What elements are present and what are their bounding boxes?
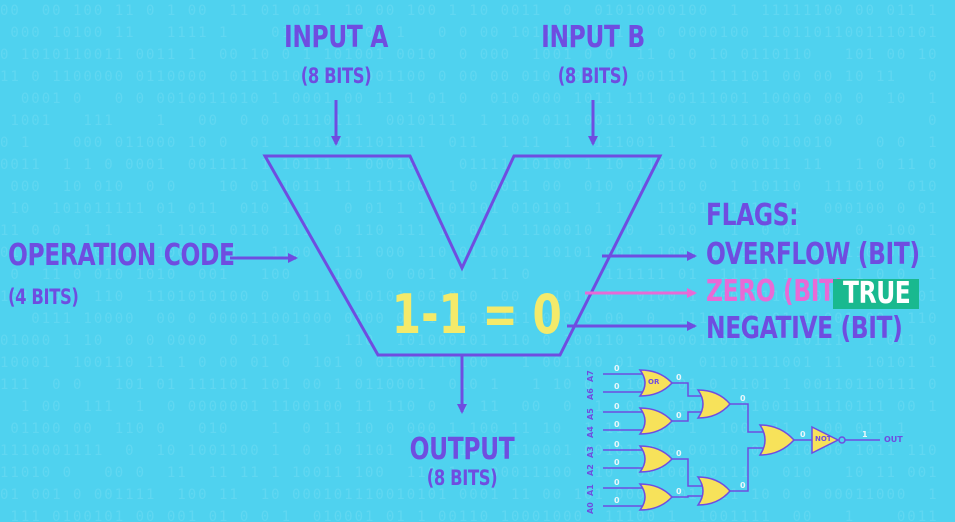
not-bubble (838, 436, 846, 444)
gate-input-label-a5: A5 (586, 408, 595, 420)
gate-input-value-a5: 0 (614, 402, 620, 411)
gate-input-label-a4: A4 (586, 426, 595, 438)
input-a-title: INPUT A (284, 20, 388, 55)
gate-input-label-a1: A1 (586, 484, 595, 496)
input-a-bits: (8 BITS) (300, 64, 372, 88)
stage2-value-1: 0 (740, 481, 746, 490)
input-b-title: INPUT B (541, 20, 645, 55)
flag-negative: NEGATIVE (BIT) (706, 311, 903, 346)
gate-input-value-a2: 0 (614, 458, 620, 467)
gate-input-label-a3: A3 (586, 446, 595, 458)
stage1-value-1: 0 (676, 411, 682, 420)
gate-input-label-a0: A0 (586, 502, 595, 514)
or-gate-1 (638, 369, 674, 397)
gate-input-value-a3: 0 (614, 440, 620, 449)
or-gate-2 (638, 407, 674, 435)
or-gate-3 (638, 445, 674, 473)
opcode-title: OPERATION CODE (8, 238, 235, 273)
gate-input-value-a0: 0 (614, 496, 620, 505)
flag-zero: ZERO (BIT) (706, 274, 846, 309)
or-gate-4 (638, 483, 674, 511)
or-gate-7 (758, 424, 796, 456)
gate-input-label-a7: A7 (586, 370, 595, 382)
stage1-value-2: 0 (676, 449, 682, 458)
out-value: 1 (862, 430, 868, 439)
or-gate-6 (696, 476, 731, 506)
out-label: OUT (884, 435, 903, 444)
stage2-value-0: 0 (740, 394, 746, 403)
gate-input-value-a7: 0 (614, 364, 620, 373)
zero-detect-circuit (603, 373, 880, 507)
gate-input-value-a4: 0 (614, 420, 620, 429)
zero-true-badge (833, 279, 919, 309)
gate-input-value-a1: 0 (614, 478, 620, 487)
stage3-value: 0 (800, 430, 806, 439)
gate-input-label-a2: A2 (586, 464, 595, 476)
or-gate-5 (696, 389, 731, 419)
input-b-bits: (8 BITS) (557, 64, 629, 88)
output-bits: (8 BITS) (426, 466, 498, 490)
alu-shape (262, 154, 663, 357)
stage1-value-3: 0 (676, 487, 682, 496)
alu-expression: 1-1 = 0 (391, 283, 562, 346)
not-gate-label: NOT (815, 435, 832, 443)
gate-input-value-a6: 0 (614, 382, 620, 391)
flags-title: FLAGS: (706, 198, 799, 233)
output-title: OUTPUT (409, 432, 515, 467)
flag-overflow: OVERFLOW (BIT) (706, 237, 920, 272)
stage1-value-0: 0 (676, 373, 682, 382)
not-gate (811, 425, 840, 455)
opcode-bits: (4 BITS) (8, 285, 79, 309)
zero-true-label: TRUE (843, 276, 911, 311)
or-gate-label: OR (648, 378, 660, 386)
or-gates (638, 369, 846, 511)
gate-input-label-a6: A6 (586, 388, 595, 400)
